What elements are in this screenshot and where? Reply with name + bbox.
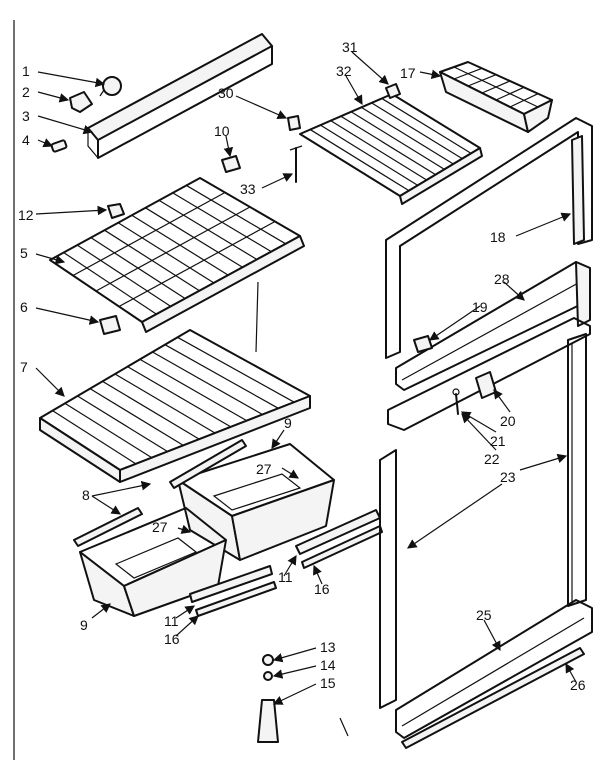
callout-11-bottom: 11: [164, 613, 179, 629]
shelf-edge-line: [255, 281, 259, 353]
callout-9-front: 9: [80, 617, 88, 633]
crisper-pan-front: [79, 507, 227, 617]
callout-5: 5: [20, 245, 28, 261]
callout-20: 20: [500, 413, 516, 429]
callout-28: 28: [494, 271, 510, 287]
crisper-rail-bottom: [189, 565, 277, 617]
light-bulb-icon: [99, 76, 122, 97]
callout-4: 4: [22, 132, 30, 148]
leveling-leg: [257, 654, 279, 743]
hinge-bracket-icon: [413, 335, 433, 353]
freezer-breaker-strip: [395, 261, 591, 391]
callout-23: 23: [500, 469, 516, 485]
callout-7: 7: [20, 359, 28, 375]
door-bottom-strip: [395, 599, 593, 739]
callout-1: 1: [22, 63, 30, 79]
shelf-support-icon: [221, 155, 241, 173]
callout-3: 3: [22, 108, 30, 124]
callout-26: 26: [570, 677, 586, 693]
callout-6: 6: [20, 299, 28, 315]
crisper-rail-right: [295, 509, 383, 569]
freezer-support-post: [289, 145, 303, 183]
callout-27-front: 27: [152, 519, 168, 535]
shelf-clip-icon: [107, 203, 125, 219]
callout-25: 25: [476, 607, 492, 623]
callout-14: 14: [320, 657, 336, 673]
callout-8: 8: [82, 487, 90, 503]
freezer-shelf: [299, 93, 483, 205]
door-trim-strip: [401, 647, 585, 749]
callout-13: 13: [320, 639, 336, 655]
stray-mark: [339, 717, 349, 737]
callout-12: 12: [18, 207, 34, 223]
callout-21: 21: [490, 433, 506, 449]
freezer-clip-right-icon: [385, 83, 401, 99]
fresh-food-door-gasket: [379, 333, 587, 709]
cam-bracket-icon: [475, 371, 497, 399]
crisper-slide-top: [169, 439, 247, 489]
callout-18: 18: [490, 229, 506, 245]
ice-tray: [439, 61, 553, 133]
callout-33: 33: [240, 181, 256, 197]
callout-15: 15: [320, 675, 336, 691]
callout-32: 32: [336, 63, 352, 79]
callout-16-bottom: 16: [164, 631, 180, 647]
hinge-screw-icon: [452, 388, 460, 415]
callout-labels: 1 2 3 4 12 5 6 7 10 8 9 9 27 27 11 16 11…: [18, 39, 586, 693]
callout-31: 31: [342, 39, 358, 55]
callout-27-rear: 27: [256, 461, 272, 477]
screw-icon: [50, 139, 68, 153]
light-socket-icon: [69, 91, 93, 113]
callout-leaders: [35, 51, 577, 705]
callout-17: 17: [400, 65, 416, 81]
freezer-door-gasket: [385, 117, 593, 359]
crisper-cover-shelf: [39, 329, 311, 483]
wire-shelf: [49, 177, 305, 333]
callout-16-right: 16: [314, 581, 330, 597]
callout-19: 19: [472, 299, 488, 315]
freezer-clip-left-icon: [287, 115, 301, 131]
shelf-bracket-icon: [99, 315, 121, 335]
callout-9-rear: 9: [284, 415, 292, 431]
callout-22: 22: [484, 451, 500, 467]
crisper-slide-left: [73, 507, 143, 547]
light-shield-bar: [87, 33, 273, 159]
callout-11-right: 11: [278, 569, 293, 585]
callout-2: 2: [22, 84, 30, 100]
fresh-food-breaker-strip: [387, 317, 591, 431]
callout-10: 10: [214, 123, 230, 139]
callout-30: 30: [218, 85, 234, 101]
